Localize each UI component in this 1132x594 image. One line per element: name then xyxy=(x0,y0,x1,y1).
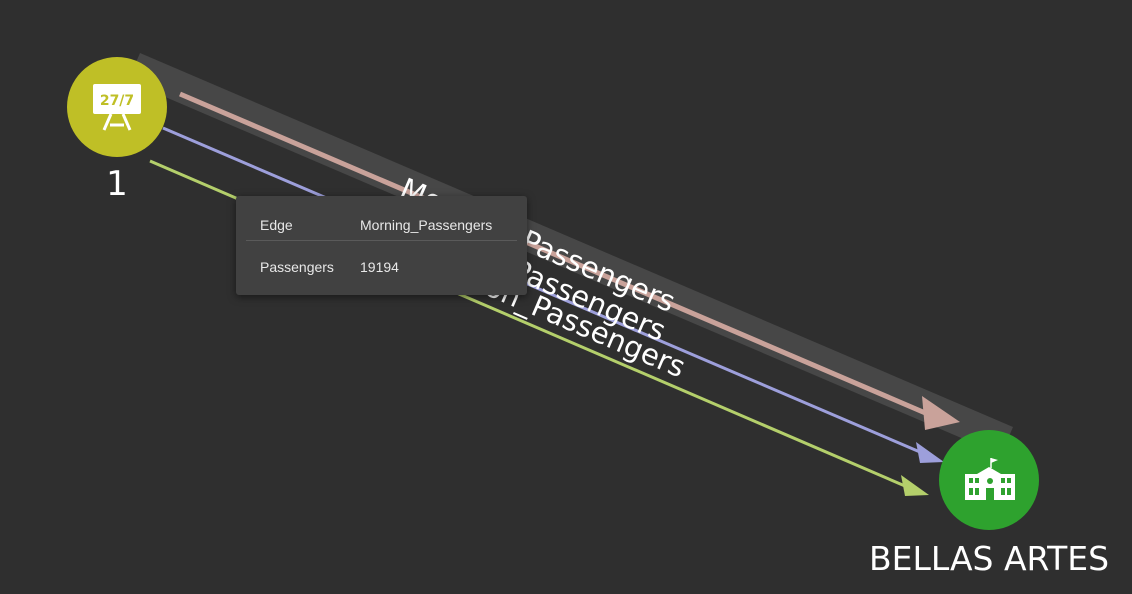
edge-midday-arrowhead xyxy=(916,442,944,463)
edge-morning-passengers[interactable] xyxy=(179,91,931,418)
24-7-store-icon: 27/7 xyxy=(93,84,141,131)
tooltip-value: 19194 xyxy=(360,259,399,275)
edge-morning-arrowhead xyxy=(922,396,960,430)
tooltip-value: Morning_Passengers xyxy=(360,217,493,233)
tooltip-row-edge: Edge Morning_Passengers xyxy=(246,210,517,241)
museum-building-icon xyxy=(965,458,1015,500)
tooltip-key: Edge xyxy=(260,217,293,233)
tooltip-row-passengers: Passengers 19194 xyxy=(246,252,517,282)
edge-midday-passengers[interactable] xyxy=(162,126,921,454)
target-node[interactable] xyxy=(939,430,1039,530)
edge-afternoon-arrowhead xyxy=(901,475,929,496)
source-node-label: 1 xyxy=(106,164,128,204)
tooltip-key: Passengers xyxy=(260,259,334,275)
source-node[interactable]: 27/7 xyxy=(67,57,167,157)
svg-text:27/7: 27/7 xyxy=(100,93,134,109)
edge-tooltip: Edge Morning_Passengers Passengers 19194 xyxy=(236,196,527,295)
target-node-label: BELLAS ARTES xyxy=(869,539,1109,578)
